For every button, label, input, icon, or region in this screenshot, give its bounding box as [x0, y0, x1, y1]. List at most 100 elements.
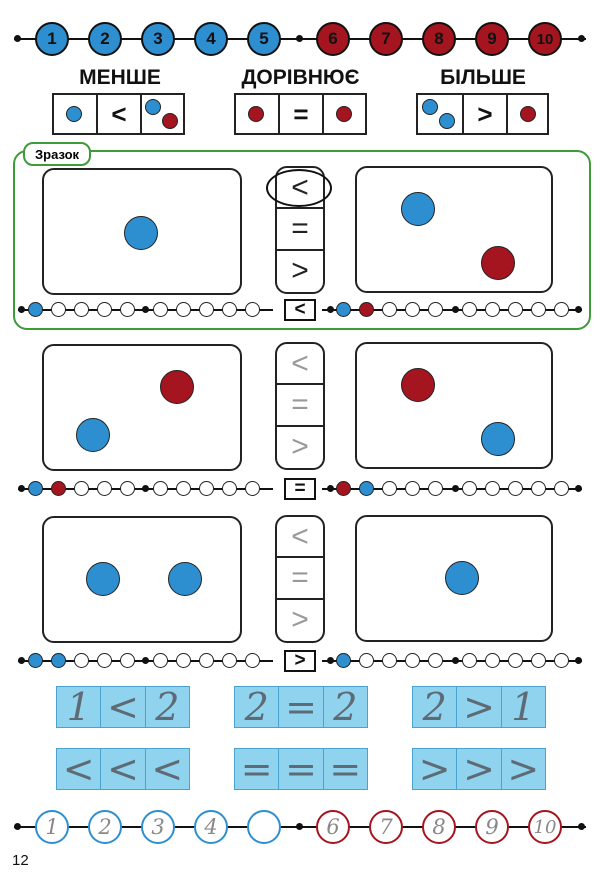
trace-cell[interactable]: 2 [333, 685, 358, 729]
trace-box[interactable]: > > > [412, 747, 546, 791]
number-5: 5 [247, 22, 281, 56]
trace-cell[interactable]: 2 [413, 685, 458, 729]
legend-less-box: < [52, 93, 185, 135]
selector-greater[interactable]: > [291, 603, 309, 637]
line-dot [296, 35, 303, 42]
bead [485, 481, 500, 496]
bead [153, 481, 168, 496]
sign-selector[interactable]: < = > [275, 515, 325, 643]
trace-cell[interactable]: 2 [155, 685, 180, 729]
bead [153, 653, 168, 668]
trace-box[interactable]: 1 < 2 [56, 685, 190, 729]
selector-greater[interactable]: > [291, 430, 309, 464]
sign-selector[interactable]: < = > [275, 342, 325, 470]
blue-counter [66, 106, 82, 122]
trace-box[interactable]: = = = [234, 747, 368, 791]
number-1: 1 [35, 22, 69, 56]
right-picture-box [355, 515, 553, 642]
legend-equal-box: = [234, 93, 367, 135]
red-counter [401, 368, 435, 402]
trace-number-2[interactable]: 2 [88, 810, 122, 844]
bead [382, 302, 397, 317]
trace-cell[interactable]: > [507, 747, 540, 791]
bead [428, 302, 443, 317]
trace-cell[interactable]: < [57, 747, 102, 791]
bead-filled-red [359, 302, 374, 317]
number-4: 4 [194, 22, 228, 56]
trace-cell[interactable]: < [101, 685, 146, 729]
bead [74, 302, 89, 317]
answer-box[interactable]: = [284, 478, 316, 500]
bead [405, 653, 420, 668]
trace-cell[interactable]: < [151, 747, 184, 791]
bead [485, 653, 500, 668]
bead [176, 653, 191, 668]
line-dot [327, 657, 334, 664]
trace-number-3[interactable]: 3 [141, 810, 175, 844]
trace-box[interactable]: < < < [56, 747, 190, 791]
right-picture-box [355, 166, 553, 293]
legend-more-box: > [416, 93, 549, 135]
empty-number-5[interactable] [247, 810, 281, 844]
trace-number-1[interactable]: 1 [35, 810, 69, 844]
line-dot [18, 306, 25, 313]
left-picture-box [42, 168, 242, 295]
bead [382, 653, 397, 668]
trace-number-6[interactable]: 6 [316, 810, 350, 844]
trace-cell[interactable]: = [279, 685, 324, 729]
trace-cell[interactable]: < [101, 747, 146, 791]
trace-cell[interactable]: = [329, 747, 362, 791]
bead [508, 653, 523, 668]
answer-box[interactable]: < [284, 299, 316, 321]
trace-box[interactable]: 2 > 1 [412, 685, 546, 729]
trace-box[interactable]: 2 = 2 [234, 685, 368, 729]
selector-equal[interactable]: = [277, 558, 323, 600]
blue-counter [422, 99, 438, 115]
trace-cell[interactable]: 1 [511, 685, 536, 729]
legend-cell: > [464, 95, 508, 133]
bead [405, 302, 420, 317]
trace-number-8[interactable]: 8 [422, 810, 456, 844]
bead-filled-blue [336, 653, 351, 668]
trace-cell[interactable]: 2 [235, 685, 280, 729]
selector-less[interactable]: < [277, 344, 323, 386]
trace-cell[interactable]: > [413, 747, 458, 791]
trace-number-10[interactable]: 10 [528, 810, 562, 844]
bead [245, 302, 260, 317]
blue-counter [86, 562, 120, 596]
line-dot [452, 485, 459, 492]
number-2: 2 [88, 22, 122, 56]
trace-number-7[interactable]: 7 [369, 810, 403, 844]
trace-cell[interactable]: 1 [57, 685, 102, 729]
bead [97, 302, 112, 317]
bead [74, 653, 89, 668]
number-3: 3 [141, 22, 175, 56]
selector-less[interactable]: < [277, 517, 323, 559]
trace-number-9[interactable]: 9 [475, 810, 509, 844]
bead-filled-blue [28, 653, 43, 668]
circled-answer [266, 169, 332, 207]
number-8: 8 [422, 22, 456, 56]
trace-number-4[interactable]: 4 [194, 810, 228, 844]
bead-filled-blue [359, 481, 374, 496]
blue-counter [481, 422, 515, 456]
trace-cell[interactable]: > [457, 747, 502, 791]
number-10: 10 [528, 22, 562, 56]
number-7: 7 [369, 22, 403, 56]
trace-cell[interactable]: > [457, 685, 502, 729]
bead [199, 653, 214, 668]
line-dot [452, 657, 459, 664]
bead [120, 653, 135, 668]
bead-filled-red [51, 481, 66, 496]
selector-greater[interactable]: > [291, 254, 309, 288]
selector-equal[interactable]: = [277, 209, 323, 251]
bead [531, 302, 546, 317]
selector-equal[interactable]: = [277, 385, 323, 427]
answer-box[interactable]: > [284, 650, 316, 672]
trace-cell[interactable]: = [279, 747, 324, 791]
bead [74, 481, 89, 496]
red-counter [160, 370, 194, 404]
line-dot [327, 306, 334, 313]
bead [508, 481, 523, 496]
trace-cell[interactable]: = [235, 747, 280, 791]
